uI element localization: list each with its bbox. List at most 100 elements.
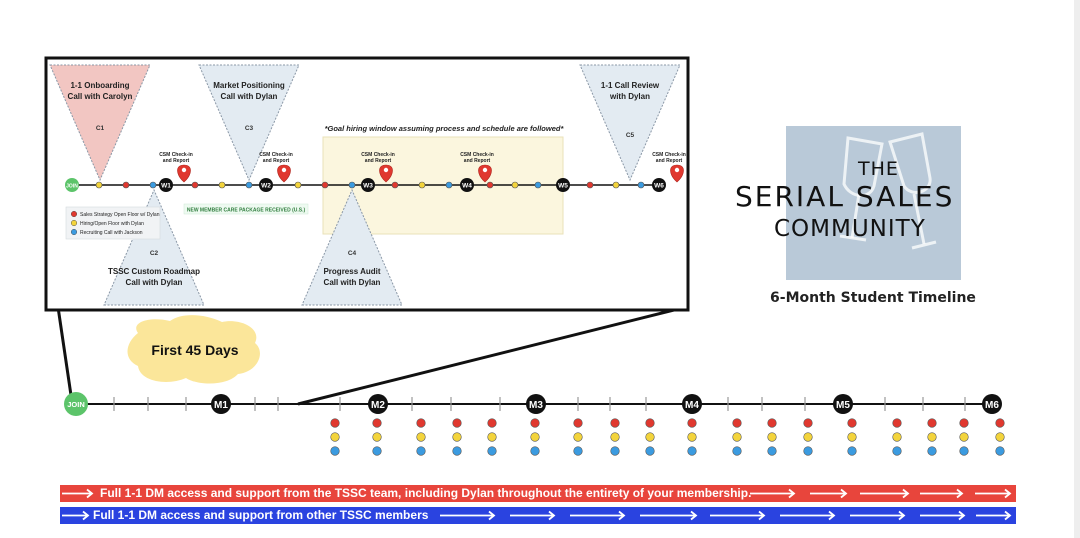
arrow-head (690, 510, 698, 521)
arrow-head (958, 510, 966, 521)
call-label-c3: Call with Dylan (221, 92, 278, 101)
logo-line-community: COMMUNITY (774, 216, 926, 242)
call-label-c5: with Dylan (609, 92, 650, 101)
week-marker (460, 178, 474, 192)
main-event-dot (959, 432, 969, 442)
main-event-dot (767, 432, 777, 442)
main-event-dot (645, 432, 655, 442)
arrow-head (618, 510, 626, 521)
arrow-head (828, 510, 836, 521)
first-45-days-blob (127, 315, 260, 384)
inset-event-dot (391, 181, 399, 189)
tssc-logo (786, 126, 961, 280)
main-event-dot (330, 446, 340, 456)
wine-glasses-icon (839, 132, 937, 250)
csm-checkin-label: and Report (263, 158, 290, 164)
csm-checkin-label: CSM Check-in (259, 152, 293, 158)
week-marker (652, 178, 666, 192)
csm-checkin-label: and Report (656, 158, 683, 164)
week-label: W1 (161, 183, 171, 190)
week-marker (159, 178, 173, 192)
month-label: M1 (214, 400, 228, 411)
legend: Sales Strategy Open Floor w/ DylanHiring… (70, 210, 160, 236)
main-event-dot (487, 446, 497, 456)
main-event-dot (530, 446, 540, 456)
main-event-dot (927, 446, 937, 456)
main-event-dot (487, 432, 497, 442)
csm-checkin-label: and Report (464, 158, 491, 164)
call-label-c5: 1-1 Call Review (601, 81, 660, 90)
main-event-dot (372, 432, 382, 442)
inset-event-dot (445, 181, 453, 189)
hiring-window-note: *Goal hiring window assuming process and… (325, 124, 565, 133)
page-edge (1074, 0, 1080, 538)
timeline-subtitle: 6-Month Student Timeline (770, 290, 976, 306)
inset-event-dot (486, 181, 494, 189)
month-label: M4 (685, 400, 699, 411)
main-event-dot (416, 418, 426, 428)
main-event-dot (487, 418, 497, 428)
call-label-c2: Call with Dylan (126, 278, 183, 287)
inset-event-dot (418, 181, 426, 189)
banner-arrows-red (62, 488, 1012, 499)
location-pin-icon (277, 164, 291, 183)
csm-checkin-label: CSM Check-in (361, 152, 395, 158)
location-pin-icon (177, 164, 191, 183)
call-label-c3: Market Positioning (213, 81, 285, 90)
call-label-c1: Call with Carolyn (68, 92, 133, 101)
inset-event-dot (149, 181, 157, 189)
inset-join-marker (65, 178, 79, 192)
week-label: W6 (654, 183, 664, 190)
week-label: W4 (462, 183, 472, 190)
main-event-dot (959, 446, 969, 456)
inset-event-dot (218, 181, 226, 189)
month-label: M2 (371, 400, 385, 411)
main-event-dot (452, 446, 462, 456)
main-event-dot (687, 446, 697, 456)
zoom-connector-right (297, 306, 683, 406)
call-code-c3: C3 (245, 125, 254, 132)
location-pin-icon (478, 164, 492, 183)
logo-line-serial-sales: SERIAL SALES (735, 180, 955, 213)
call-label-c4: Progress Audit (323, 267, 380, 276)
month-marker (368, 394, 388, 414)
main-event-dot (847, 432, 857, 442)
location-pin-icon (670, 164, 684, 183)
call-code-c5: C5 (626, 132, 635, 139)
inset-event-dot (245, 181, 253, 189)
inset-event-dot (95, 181, 103, 189)
month-marker (982, 394, 1002, 414)
main-event-dot (530, 432, 540, 442)
legend-box (65, 206, 161, 240)
call-code-c1: C1 (96, 125, 105, 132)
main-event-dots (330, 418, 1005, 456)
location-pin-hole (181, 167, 187, 173)
arrow-head (902, 488, 910, 499)
arrow-head (956, 488, 964, 499)
main-event-dot (927, 418, 937, 428)
legend-label: Recruiting Call with Jackson (80, 230, 143, 236)
main-event-dot (452, 432, 462, 442)
month-label: M6 (985, 400, 999, 411)
month-marker (211, 394, 231, 414)
main-event-dot (687, 418, 697, 428)
member-access-banner: Full 1-1 DM access and support from othe… (60, 507, 1016, 524)
main-event-dot (645, 418, 655, 428)
main-week-ticks (113, 397, 966, 411)
arrow-head (840, 488, 848, 499)
care-package-box (183, 203, 309, 215)
csm-checkin-label: and Report (163, 158, 190, 164)
inset-event-dot (321, 181, 329, 189)
main-event-dot (995, 418, 1005, 428)
main-event-dot (927, 432, 937, 442)
team-access-banner: Full 1-1 DM access and support from the … (60, 485, 1016, 502)
inset-event-dot (294, 181, 302, 189)
csm-checkin-label: and Report (365, 158, 392, 164)
main-event-dot (732, 432, 742, 442)
main-event-dot (803, 418, 813, 428)
main-event-dot (892, 432, 902, 442)
